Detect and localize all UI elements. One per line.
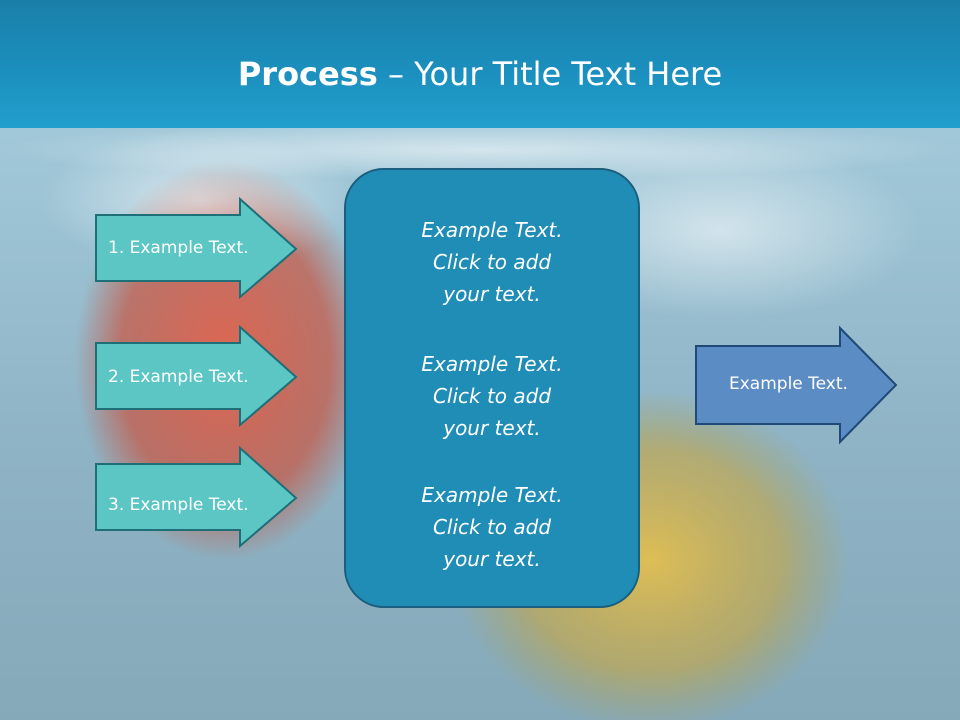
center-text-block-3: Example Text. Click to add your text. <box>346 479 638 575</box>
title-bold-part: Process <box>237 55 378 93</box>
title-bar <box>0 0 960 128</box>
block-line: your text. <box>443 547 541 571</box>
center-text-box[interactable]: Example Text. Click to add your text. Ex… <box>344 168 640 608</box>
left-arrow-label: 3. Example Text. <box>108 495 249 515</box>
title-rest-part: – Your Title Text Here <box>377 55 723 93</box>
water-surface-glow <box>0 120 960 180</box>
arrow-shape <box>95 445 298 549</box>
right-arrow[interactable]: Example Text. <box>695 325 898 445</box>
arrow-shape <box>695 325 898 445</box>
slide-title[interactable]: Process – Your Title Text Here <box>0 52 960 96</box>
center-text-block-1: Example Text. Click to add your text. <box>346 214 638 310</box>
left-arrow-label: 2. Example Text. <box>108 367 249 387</box>
block-line: Click to add <box>432 250 552 274</box>
left-arrow-3[interactable]: 3. Example Text. <box>95 445 298 549</box>
left-arrow-1[interactable]: 1. Example Text. <box>95 196 298 300</box>
center-text-block-2: Example Text. Click to add your text. <box>346 348 638 444</box>
block-line: Example Text. <box>421 218 563 242</box>
block-line: your text. <box>443 416 541 440</box>
arrow-shape <box>95 196 298 300</box>
block-line: Click to add <box>432 515 552 539</box>
arrow-shape <box>95 324 298 428</box>
block-line: Example Text. <box>421 352 563 376</box>
block-line: Example Text. <box>421 483 563 507</box>
block-line: Click to add <box>432 384 552 408</box>
left-arrow-label: 1. Example Text. <box>108 238 249 258</box>
left-arrow-2[interactable]: 2. Example Text. <box>95 324 298 428</box>
right-arrow-label: Example Text. <box>729 374 848 394</box>
block-line: your text. <box>443 282 541 306</box>
